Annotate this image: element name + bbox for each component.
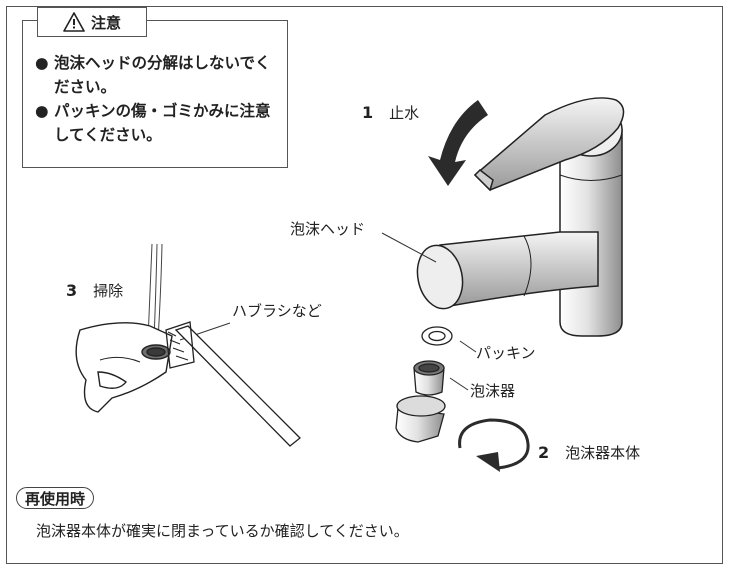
warning-triangle-icon	[63, 12, 85, 32]
caution-item: ●泡沫ヘッドの分解はしないでください。	[35, 54, 271, 96]
label-packing: パッキン	[476, 344, 536, 362]
label-aerator: 泡沫器	[470, 382, 516, 400]
caution-item: ●パッキンの傷・ゴミかみに注意してください。	[35, 102, 271, 144]
caution-title-text: 注意	[90, 13, 121, 32]
hand	[75, 322, 173, 413]
reuse-text: 泡沫器本体が確実に閉まっているか確認してください。	[36, 522, 409, 540]
caution-box: 注意 ●泡沫ヘッドの分解はしないでください。 ●パッキンの傷・ゴミかみに注意して…	[22, 7, 288, 168]
faucet-spout	[416, 231, 599, 310]
label-toothbrush: ハブラシなど	[232, 302, 322, 320]
packing-part	[421, 326, 453, 346]
aerator-body-part	[395, 395, 446, 443]
rotate-arrow-icon	[458, 418, 530, 472]
label-foam-head: 泡沫ヘッド	[290, 220, 366, 238]
reuse-heading: 再使用時	[16, 487, 95, 509]
stop-water-arrow-icon	[428, 100, 488, 186]
toothbrush	[165, 321, 301, 447]
caution-title: 注意	[37, 7, 147, 37]
aerator-part	[413, 360, 445, 396]
caution-list: ●泡沫ヘッドの分解はしないでください。 ●パッキンの傷・ゴミかみに注意してくださ…	[35, 51, 285, 147]
faucet-lever	[473, 97, 625, 192]
diagram-frame	[6, 6, 723, 564]
